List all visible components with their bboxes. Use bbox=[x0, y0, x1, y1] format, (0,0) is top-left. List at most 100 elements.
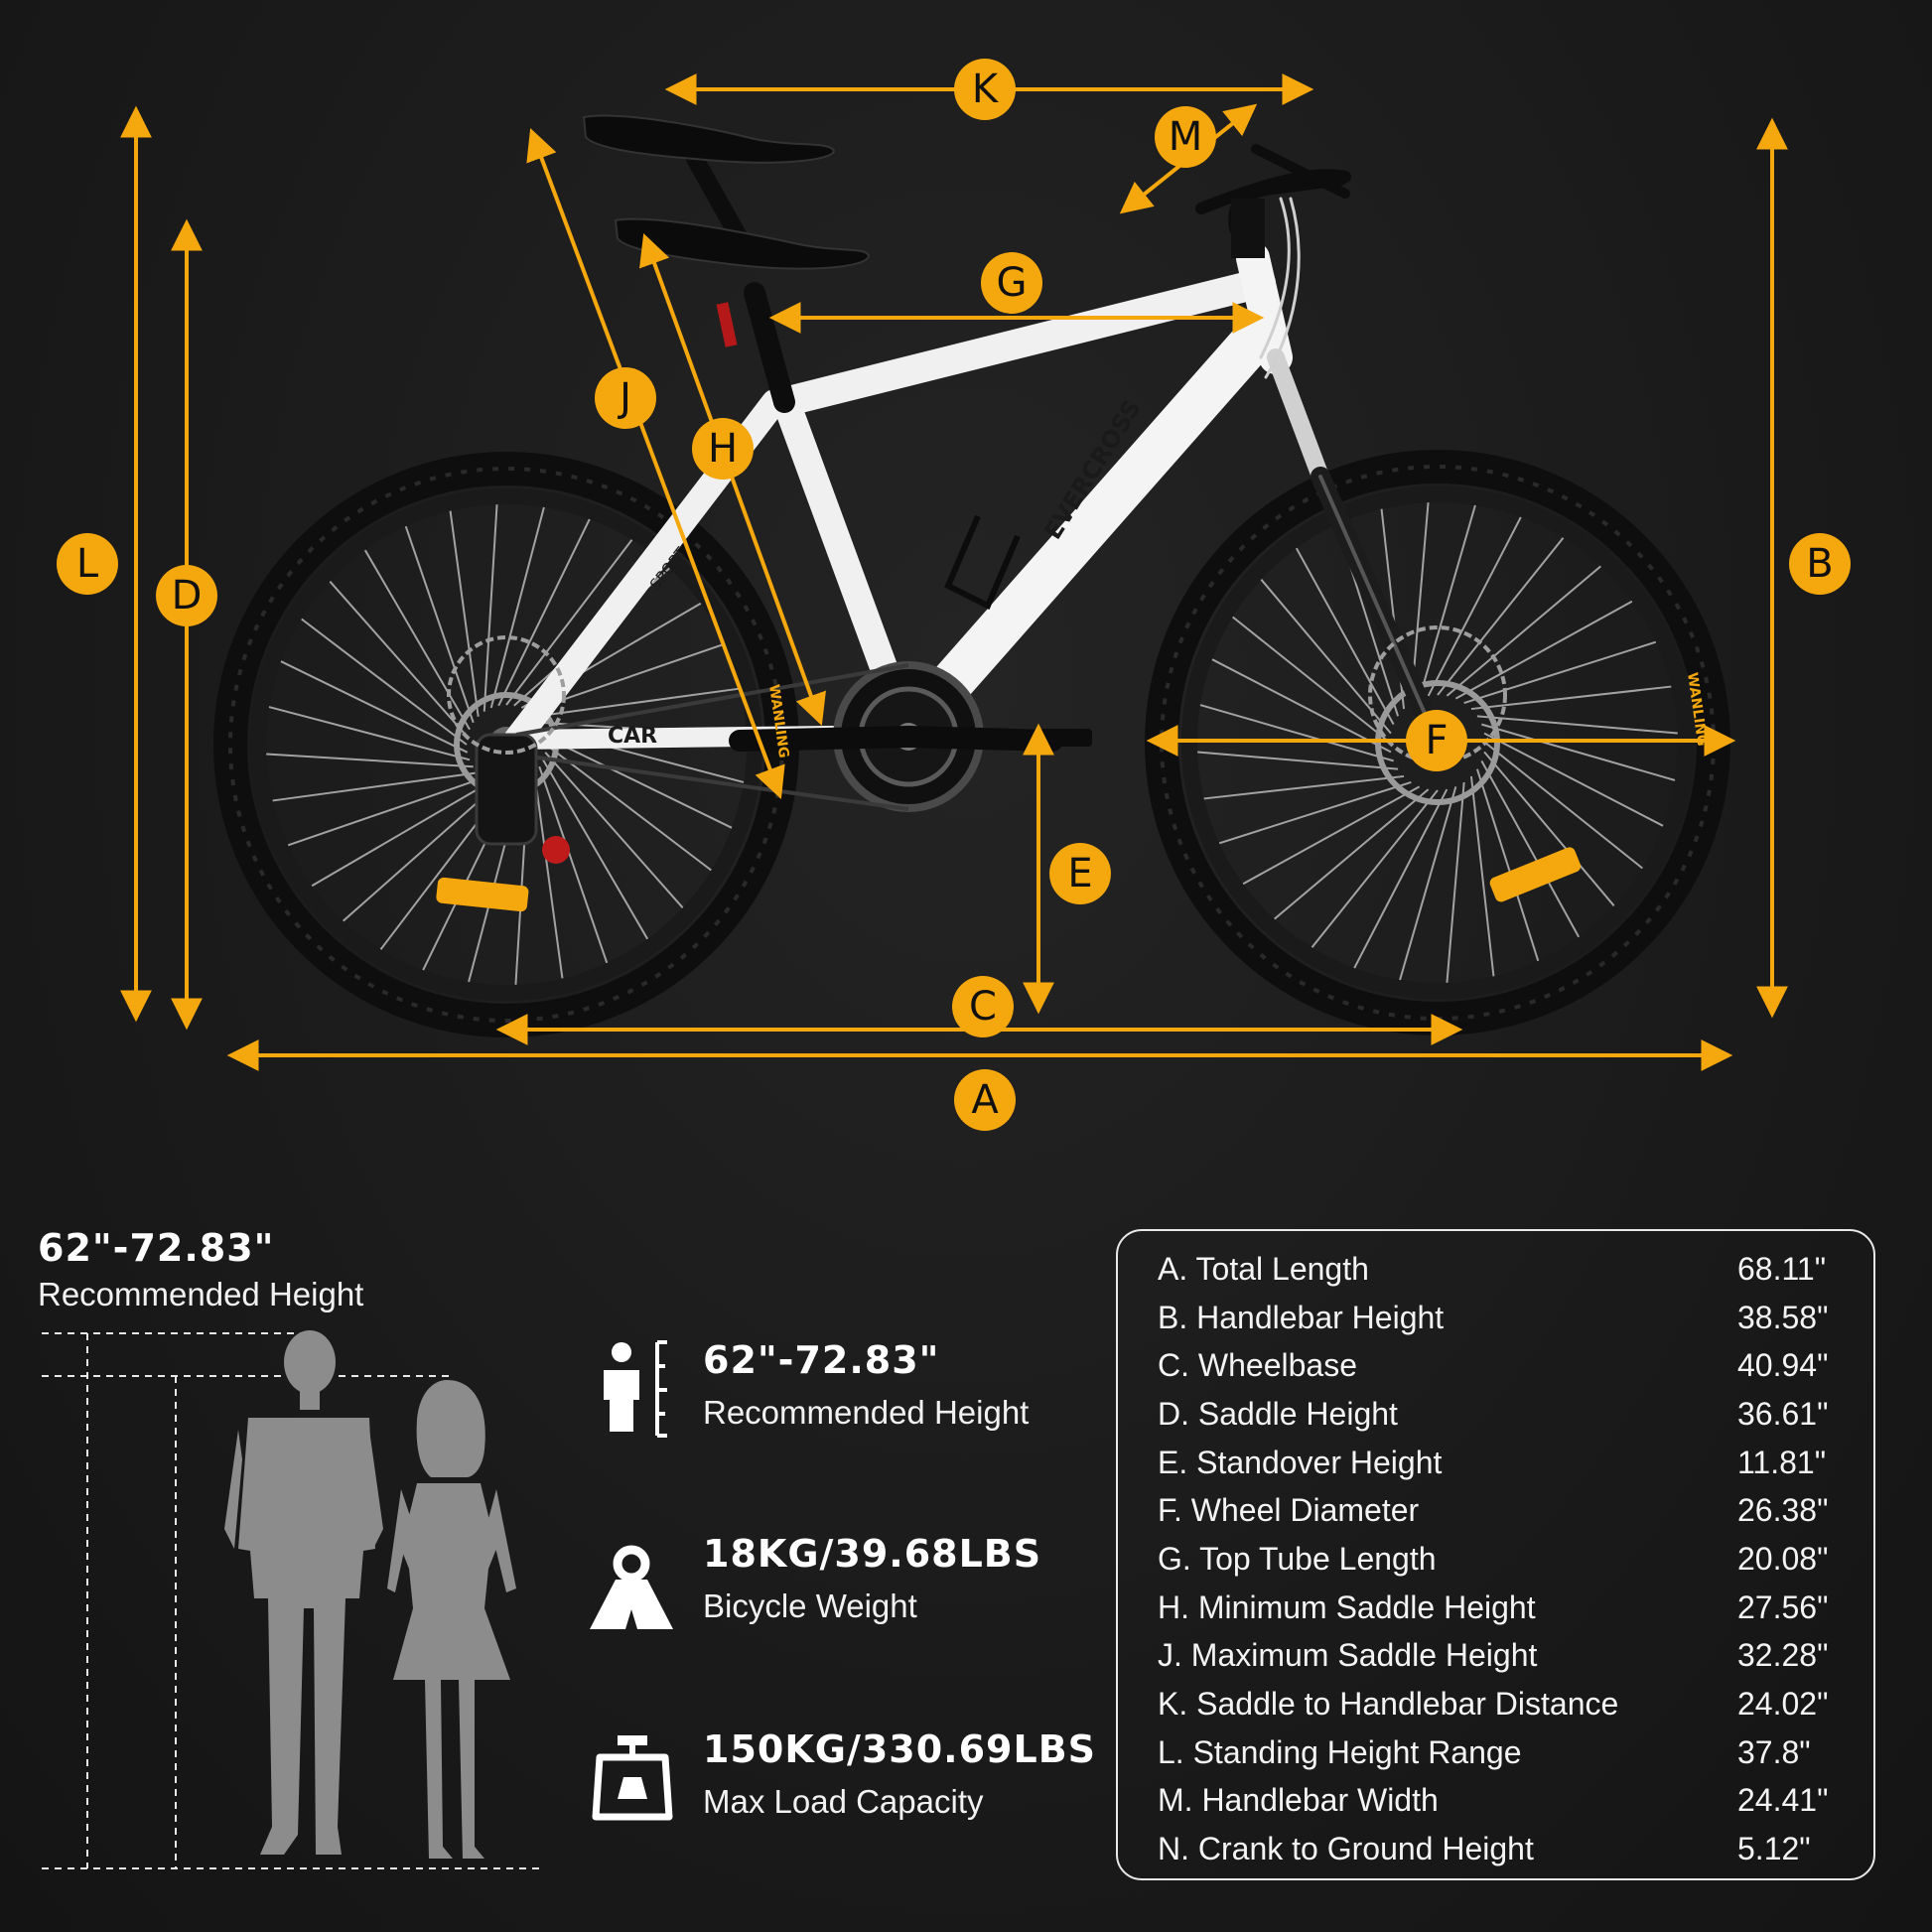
spec-row: F. Wheel Diameter 26.38" bbox=[1158, 1492, 1834, 1540]
svg-text:L: L bbox=[76, 541, 99, 587]
spec-value: 26.38" bbox=[1737, 1492, 1829, 1528]
wheel-spoke bbox=[1199, 704, 1394, 762]
height-guides bbox=[42, 1332, 544, 1869]
scale-icon bbox=[592, 1735, 673, 1821]
spec-row: M. Handlebar Width 24.41" bbox=[1158, 1782, 1834, 1830]
stem bbox=[1231, 199, 1265, 258]
dim-badge-K: K bbox=[954, 59, 1016, 120]
svg-text:K: K bbox=[972, 67, 1000, 112]
spec-key: C. Wheelbase bbox=[1158, 1347, 1357, 1383]
spec-key: B. Handlebar Height bbox=[1158, 1300, 1445, 1335]
spec-key: J. Maximum Saddle Height bbox=[1158, 1637, 1538, 1673]
stat-value: 150KG/330.69LBS bbox=[703, 1727, 1097, 1771]
wheel-spoke bbox=[1463, 640, 1657, 705]
svg-text:M: M bbox=[1169, 114, 1203, 160]
svg-text:C: C bbox=[969, 984, 997, 1030]
wheel-spoke bbox=[489, 506, 545, 709]
wheel-spoke bbox=[343, 782, 499, 922]
wheel-spoke bbox=[1418, 504, 1476, 699]
wheel-spoke bbox=[1481, 723, 1676, 781]
stat-value: 62"-72.83" bbox=[703, 1338, 940, 1382]
wheel-spoke bbox=[1454, 600, 1633, 700]
wheel-spoke bbox=[287, 776, 485, 847]
stat-label: Bicycle Weight bbox=[703, 1587, 917, 1624]
svg-text:J: J bbox=[617, 375, 631, 421]
spec-value: 24.41" bbox=[1737, 1782, 1829, 1818]
spec-key: M. Handlebar Width bbox=[1158, 1782, 1439, 1818]
spec-key: F. Wheel Diameter bbox=[1158, 1492, 1420, 1528]
dim-badge-M: M bbox=[1155, 106, 1216, 168]
person-height-icon bbox=[604, 1340, 667, 1438]
seatpost bbox=[686, 150, 795, 413]
wheel-spoke bbox=[1197, 751, 1399, 770]
dim-badge-J: J bbox=[595, 367, 656, 429]
dim-badge-H: H bbox=[692, 418, 754, 480]
weight-icon bbox=[590, 1545, 673, 1629]
spec-key: G. Top Tube Length bbox=[1158, 1541, 1437, 1577]
wheel-spoke bbox=[1437, 537, 1565, 696]
svg-text:G: G bbox=[997, 260, 1028, 306]
stat-value: 18KG/39.68LBS bbox=[703, 1532, 1042, 1576]
wheel-spoke bbox=[1311, 789, 1439, 948]
rear-red-reflector bbox=[716, 302, 738, 347]
dim-badge-C: C bbox=[952, 976, 1014, 1037]
dim-badge-A: A bbox=[954, 1069, 1016, 1131]
spec-row: B. Handlebar Height 38.58" bbox=[1158, 1300, 1834, 1347]
wheel-spoke bbox=[1446, 565, 1601, 697]
spec-key: H. Minimum Saddle Height bbox=[1158, 1589, 1536, 1625]
svg-text:F: F bbox=[1425, 718, 1448, 763]
wheel-spoke bbox=[1476, 715, 1678, 735]
front-reflector bbox=[1489, 847, 1582, 902]
wheel-spoke bbox=[1484, 742, 1643, 870]
wheel-spoke bbox=[538, 765, 609, 964]
dim-badge-L: L bbox=[57, 533, 118, 595]
wheel-spoke bbox=[1427, 516, 1522, 697]
stat-label: Recommended Height bbox=[703, 1394, 1030, 1431]
man-silhouette bbox=[224, 1330, 383, 1855]
svg-text:E: E bbox=[1067, 851, 1092, 897]
wheel-spoke bbox=[1483, 751, 1615, 906]
front-rotor bbox=[1368, 625, 1507, 764]
wheel-spoke bbox=[1203, 774, 1405, 800]
wheel-spoke bbox=[1469, 775, 1495, 977]
wheel-spoke bbox=[404, 525, 475, 724]
dim-badge-E: E bbox=[1049, 843, 1111, 904]
dim-line-H bbox=[639, 232, 826, 727]
wheel-spoke bbox=[483, 504, 498, 712]
svg-text:B: B bbox=[1806, 541, 1833, 587]
saddle-maximum bbox=[582, 114, 836, 164]
wheel-spoke bbox=[1242, 785, 1421, 886]
stat-label: Max Load Capacity bbox=[703, 1783, 984, 1820]
svg-text:H: H bbox=[708, 426, 738, 472]
wheel-spoke bbox=[1446, 781, 1465, 983]
wheel-spoke bbox=[280, 660, 469, 754]
spec-value: 11.81" bbox=[1737, 1445, 1827, 1480]
wheel-spoke bbox=[272, 771, 479, 802]
svg-text:D: D bbox=[172, 573, 203, 619]
wheel-spoke bbox=[1353, 788, 1449, 969]
wheel-spoke bbox=[449, 510, 480, 717]
spec-row: C. Wheelbase 40.94" bbox=[1158, 1347, 1834, 1395]
wheel-spoke bbox=[1399, 786, 1457, 981]
recommended-height-label: Recommended Height bbox=[38, 1276, 364, 1312]
dim-badge-G: G bbox=[981, 252, 1042, 314]
spec-value: 27.56" bbox=[1737, 1589, 1829, 1625]
spec-value: 38.58" bbox=[1737, 1300, 1829, 1335]
spec-key: A. Total Length bbox=[1158, 1251, 1369, 1287]
spec-value: 40.94" bbox=[1737, 1347, 1829, 1383]
rear-reflector bbox=[436, 877, 529, 912]
wheel-spoke bbox=[1260, 579, 1392, 735]
recommended-height-value: 62"-72.83" bbox=[38, 1226, 275, 1270]
spec-row: L. Standing Height Range 37.8" bbox=[1158, 1734, 1834, 1782]
spec-key: K. Saddle to Handlebar Distance bbox=[1158, 1686, 1619, 1722]
wheel-spoke bbox=[1470, 685, 1672, 711]
wheel-spoke bbox=[1483, 732, 1664, 827]
wheel-spoke bbox=[1232, 616, 1391, 744]
spec-key: L. Standing Height Range bbox=[1158, 1734, 1522, 1770]
spec-key: D. Saddle Height bbox=[1158, 1396, 1398, 1432]
